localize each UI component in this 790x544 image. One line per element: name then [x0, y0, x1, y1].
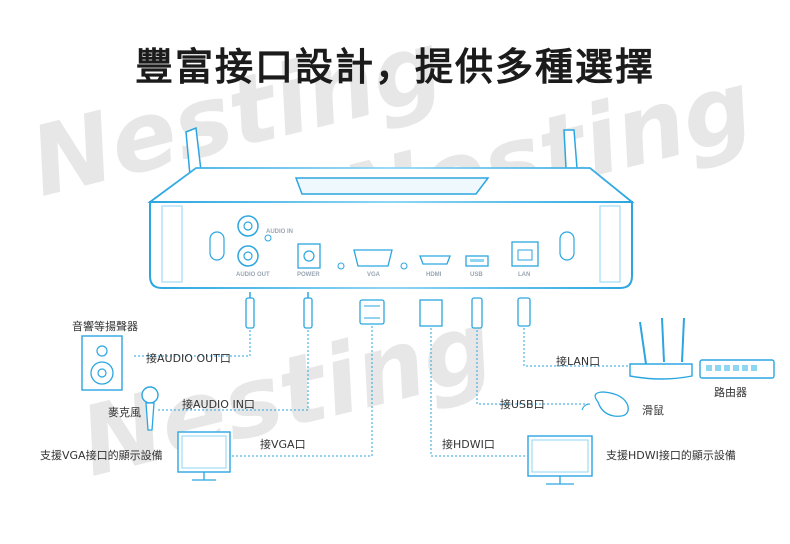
port-label-vga: VGA	[367, 272, 381, 278]
hdmi-monitor-label: 支援HDWI接口的顯示設備	[606, 449, 736, 462]
audio-in-port	[237, 215, 272, 242]
vga-connector	[359, 299, 385, 325]
device-body	[147, 167, 635, 289]
port-label-usb: USB	[470, 272, 483, 278]
port-label-power: POWER	[297, 272, 320, 278]
router-label: 路由器	[714, 386, 747, 399]
audio-in-cable	[303, 292, 313, 329]
mouse-icon	[581, 391, 629, 417]
connection-lines	[132, 326, 630, 457]
port-label-audio-out: AUDIO OUT	[236, 272, 270, 278]
speaker-icon	[81, 335, 123, 391]
hdmi-port	[419, 255, 451, 265]
audio-in-connection-label: 接AUDIO IN口	[182, 398, 255, 411]
wifi-router-icon	[629, 317, 693, 380]
microphone-label: 麥克風	[108, 406, 141, 419]
port-label-audio-in: AUDIO IN	[266, 229, 293, 235]
microphone-icon	[141, 386, 159, 431]
port-label-lan: LAN	[518, 272, 531, 278]
lan-connector	[517, 297, 531, 327]
usb-connector	[471, 297, 483, 329]
hdmi-connection-label: 接HDWI口	[442, 438, 495, 451]
port-label-hdmi: HDMI	[426, 272, 442, 278]
audio-out-cable	[245, 292, 255, 329]
mouse-label: 滑鼠	[642, 404, 664, 417]
indicator-dot	[337, 262, 345, 270]
indicator-dot	[400, 262, 408, 270]
vga-port	[353, 249, 393, 267]
page-title: 豐富接口設計，提供多種選擇	[134, 45, 655, 89]
vga-monitor-label: 支援VGA接口的顯示設備	[40, 449, 163, 462]
power-port	[297, 243, 321, 269]
top-logo-plate	[294, 177, 490, 195]
hdmi-monitor-icon	[527, 435, 593, 485]
lan-port	[511, 241, 539, 267]
usb-connection-label: 接USB口	[500, 398, 545, 411]
vga-monitor-icon	[177, 431, 231, 481]
usb-port	[465, 255, 489, 267]
hdmi-connector	[419, 299, 443, 327]
vga-connection-label: 接VGA口	[260, 438, 306, 451]
audio-out-port	[237, 245, 259, 267]
speaker-label: 音響等揚聲器	[72, 320, 138, 333]
network-switch-icon	[699, 359, 775, 379]
lan-connection-label: 接LAN口	[556, 355, 601, 368]
audio-out-connection-label: 接AUDIO OUT口	[146, 352, 231, 365]
